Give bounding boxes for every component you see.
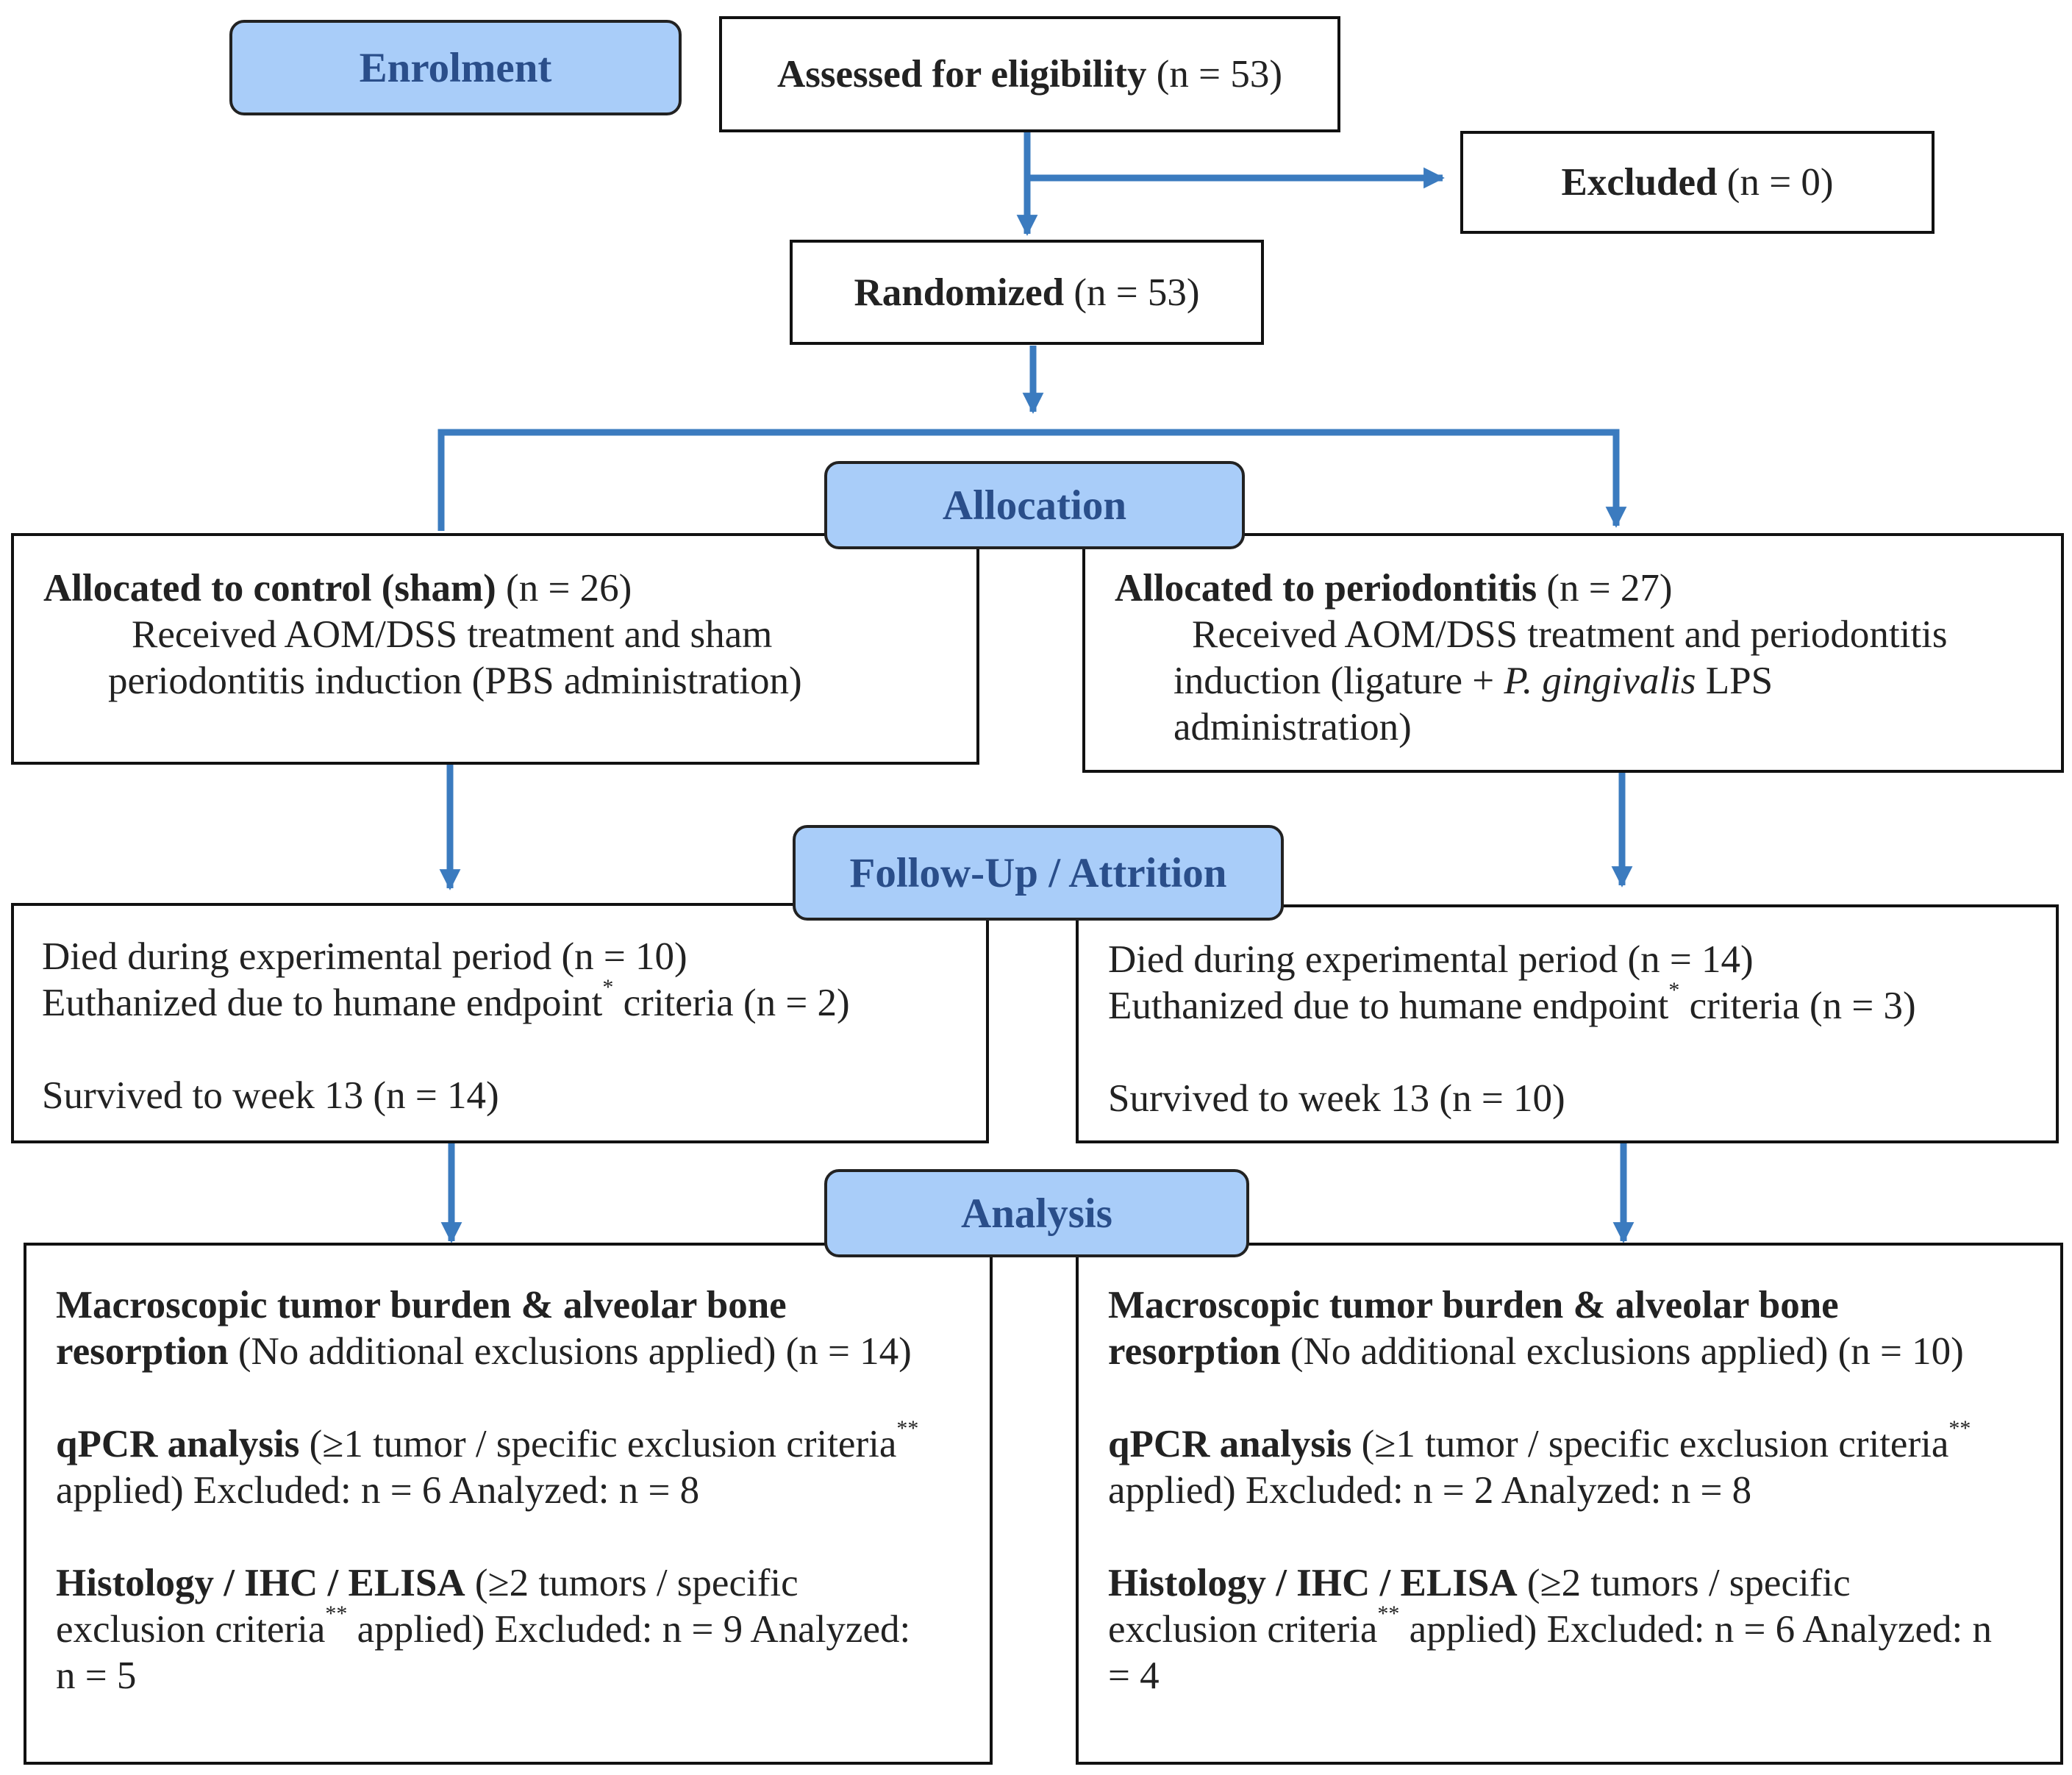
perio-hist-title: Histology / IHC / ELISA — [1108, 1562, 1518, 1604]
control-allocation-box: Allocated to control (sham) (n = 26) Rec… — [11, 533, 979, 765]
excluded-box: Excluded (n = 0) — [1460, 131, 1935, 234]
stage-allocation: Allocation — [824, 461, 1245, 549]
perio-allocation-box: Allocated to periodontitis (n = 27) Rece… — [1082, 533, 2064, 773]
randomized-box: Randomized (n = 53) — [790, 240, 1264, 345]
excluded-label: Excluded — [1561, 161, 1718, 204]
perio-macro-detail: (No additional exclusions applied) (n = … — [1280, 1330, 1964, 1373]
control-euth: Euthanized due to humane endpoint — [42, 982, 603, 1024]
perio-hist-detail: (≥2 tumors / specific — [1517, 1562, 1851, 1604]
perio-hist-footnote: ** — [1377, 1601, 1400, 1626]
perio-macro-title-2: resorption — [1108, 1330, 1281, 1373]
control-alloc-title: Allocated to control (sham) — [43, 567, 496, 610]
control-hist-detail: (≥2 tumors / specific — [465, 1562, 799, 1604]
assessed-box: Assessed for eligibility (n = 53) — [719, 16, 1340, 132]
perio-hist-result: applied) Excluded: n = 6 Analyzed: n — [1399, 1608, 1992, 1651]
randomized-count: (n = 53) — [1073, 271, 1200, 314]
excluded-count: (n = 0) — [1726, 161, 1834, 204]
perio-qpcr-title: qPCR analysis — [1108, 1423, 1352, 1465]
randomized-label: Randomized — [854, 271, 1065, 314]
control-died: Died during experimental period (n = 10) — [42, 935, 687, 978]
control-hist-footnote: ** — [325, 1601, 348, 1626]
perio-alloc-organism: P. gingivalis — [1504, 660, 1696, 702]
perio-alloc-title: Allocated to periodontitis — [1115, 567, 1537, 610]
control-qpcr-title: qPCR analysis — [56, 1423, 300, 1465]
control-survived: Survived to week 13 (n = 14) — [42, 1074, 499, 1117]
control-analysis-box: Macroscopic tumor burden & alveolar bone… — [24, 1243, 993, 1765]
control-hist-result: applied) Excluded: n = 9 Analyzed: — [347, 1608, 911, 1651]
perio-alloc-line2a: induction (ligature + — [1173, 660, 1504, 702]
control-euth-footnote: * — [602, 975, 614, 999]
control-qpcr-result: applied) Excluded: n = 6 Analyzed: n = 8 — [56, 1469, 700, 1512]
perio-macro-title: Macroscopic tumor burden & alveolar bone — [1108, 1284, 1839, 1326]
control-qpcr-detail: (≥1 tumor / specific exclusion criteria — [299, 1423, 897, 1465]
perio-qpcr-result: applied) Excluded: n = 2 Analyzed: n = 8 — [1108, 1469, 1752, 1512]
perio-hist-result-2: = 4 — [1108, 1654, 1160, 1697]
perio-qpcr-detail: (≥1 tumor / specific exclusion criteria — [1351, 1423, 1949, 1465]
control-followup-box: Died during experimental period (n = 10)… — [11, 903, 989, 1143]
control-hist-title: Histology / IHC / ELISA — [56, 1562, 465, 1604]
control-macro-title: Macroscopic tumor burden & alveolar bone — [56, 1284, 787, 1326]
control-hist-result-2: n = 5 — [56, 1654, 137, 1697]
control-qpcr-footnote: ** — [896, 1416, 919, 1440]
assessed-count: (n = 53) — [1156, 53, 1282, 96]
perio-alloc-line2b: LPS — [1696, 660, 1773, 702]
perio-hist-criteria: exclusion criteria — [1108, 1608, 1378, 1651]
stage-enrolment: Enrolment — [229, 20, 682, 115]
control-hist-criteria: exclusion criteria — [56, 1608, 326, 1651]
perio-qpcr-footnote: ** — [1948, 1416, 1971, 1440]
control-macro-detail: (No additional exclusions applied) (n = … — [228, 1330, 912, 1373]
stage-followup: Follow-Up / Attrition — [793, 825, 1284, 921]
stage-analysis: Analysis — [824, 1169, 1249, 1257]
control-macro-title-2: resorption — [56, 1330, 229, 1373]
control-alloc-line1: Received AOM/DSS treatment and sham — [132, 613, 773, 656]
perio-analysis-box: Macroscopic tumor burden & alveolar bone… — [1076, 1243, 2063, 1765]
perio-alloc-line1: Received AOM/DSS treatment and periodont… — [1192, 613, 1948, 656]
perio-euth-footnote: * — [1668, 978, 1680, 1002]
control-euth-count: criteria (n = 2) — [613, 982, 850, 1024]
perio-died: Died during experimental period (n = 14) — [1108, 938, 1754, 981]
perio-euth-count: criteria (n = 3) — [1679, 985, 1916, 1027]
perio-euth: Euthanized due to humane endpoint — [1108, 985, 1669, 1027]
control-alloc-line2: periodontitis induction (PBS administrat… — [108, 660, 802, 702]
perio-followup-box: Died during experimental period (n = 14)… — [1076, 904, 2059, 1143]
control-alloc-count: (n = 26) — [506, 567, 632, 610]
assessed-label: Assessed for eligibility — [777, 53, 1147, 96]
perio-alloc-count: (n = 27) — [1546, 567, 1673, 610]
split-branch-line — [437, 429, 1627, 531]
perio-survived: Survived to week 13 (n = 10) — [1108, 1077, 1565, 1120]
perio-alloc-line3: administration) — [1173, 706, 1412, 749]
